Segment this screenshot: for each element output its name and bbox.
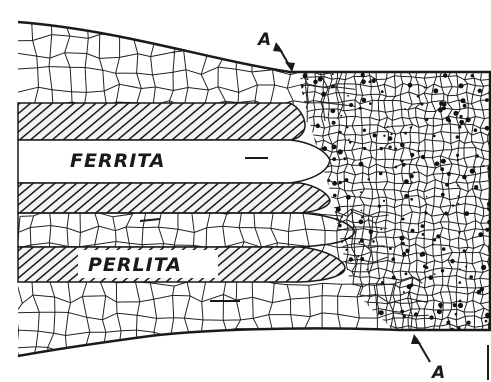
- point-a-top: A: [256, 30, 295, 72]
- perlita-label: PERLITA: [88, 254, 182, 276]
- point-a-bottom-label: A: [430, 363, 445, 382]
- ferrita-label: FERRITA: [70, 150, 165, 172]
- point-a-top-label: A: [256, 30, 271, 50]
- ferrita-label-group: FERRITA: [58, 147, 188, 173]
- perlita-label-group: PERLITA: [78, 250, 218, 278]
- pearlite-band-1: [18, 103, 305, 140]
- point-a-bottom: A: [411, 334, 445, 382]
- pearlite-band-2: [18, 183, 330, 213]
